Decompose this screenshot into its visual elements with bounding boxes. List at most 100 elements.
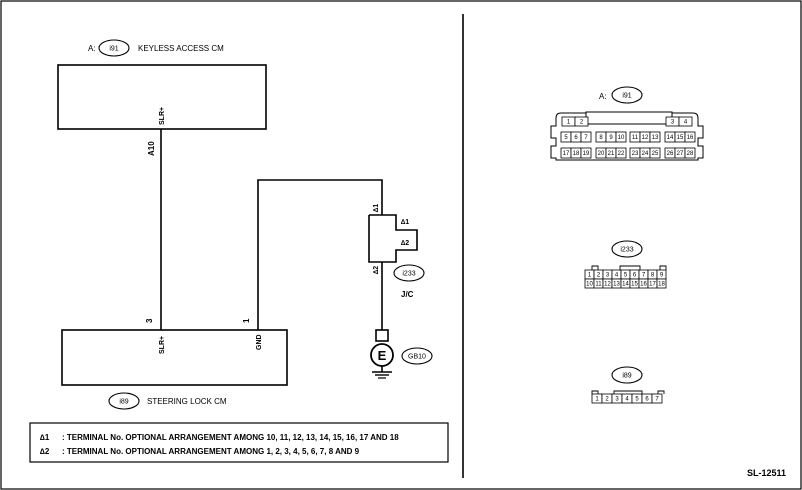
i233-pin-11-number: 11 bbox=[595, 282, 602, 288]
i91-pin-10: 10 bbox=[615, 131, 627, 143]
i91-pin-8: 8 bbox=[595, 131, 607, 143]
i91-pin-9: 9 bbox=[605, 131, 617, 143]
i233-pin-2-number: 2 bbox=[597, 273, 601, 279]
i91-pin-16-cell bbox=[684, 131, 696, 143]
i91-pin-28-cell bbox=[684, 147, 696, 159]
i91-pin-16-number: 16 bbox=[687, 135, 694, 141]
i91-pin-11: 11 bbox=[629, 131, 641, 143]
i91-pin-25: 25 bbox=[649, 147, 661, 159]
i89-pin-4-number: 4 bbox=[625, 397, 629, 403]
note-2-mark: ∆2 bbox=[40, 447, 50, 456]
i89-pin-7-cell bbox=[651, 393, 663, 404]
i233-pin-3-number: 3 bbox=[606, 273, 610, 279]
ground-tag-oval bbox=[401, 347, 433, 365]
i91-pin-23-number: 23 bbox=[632, 151, 639, 157]
i233-pin-7-number: 7 bbox=[642, 273, 646, 279]
i233-pin-10-number: 10 bbox=[586, 282, 593, 288]
i91-pin-12-number: 12 bbox=[642, 135, 649, 141]
i91-pin-7-cell bbox=[580, 131, 592, 143]
i89-lock-right bbox=[657, 390, 665, 394]
i91-pin-20: 20 bbox=[595, 147, 607, 159]
i91-pin-4-cell bbox=[678, 116, 693, 127]
steering-name: STEERING LOCK CM bbox=[147, 397, 227, 406]
i91-pin-27-number: 27 bbox=[677, 151, 684, 157]
i91-pin-2-number: 2 bbox=[580, 120, 584, 126]
i91-pin-2: 2 bbox=[574, 116, 589, 127]
i233-pin-8: 8 bbox=[647, 269, 658, 280]
i91-pin-26: 26 bbox=[664, 147, 676, 159]
i89-pin-4: 4 bbox=[621, 393, 633, 404]
i233-pin-4: 4 bbox=[611, 269, 622, 280]
keyless-prefix: A: bbox=[88, 44, 96, 53]
note-1-mark: ∆1 bbox=[40, 433, 50, 442]
i91-pin-14: 14 bbox=[664, 131, 676, 143]
i233-pin-17: 17 bbox=[647, 278, 658, 289]
i91-pin-7-number: 7 bbox=[584, 135, 588, 141]
note-1-text: : TERMINAL No. OPTIONAL ARRANGEMENT AMON… bbox=[62, 433, 399, 442]
i233-lock-center bbox=[619, 265, 641, 270]
i91-pin-15: 15 bbox=[674, 131, 686, 143]
i89-face-tag-oval bbox=[611, 366, 643, 384]
i91-pin-19: 19 bbox=[580, 147, 592, 159]
i91-face-code: i91 bbox=[622, 93, 631, 100]
i233-pin-13-number: 13 bbox=[613, 282, 620, 288]
gnd-wire bbox=[257, 179, 383, 330]
i233-pin-5-number: 5 bbox=[624, 273, 628, 279]
i233-pin-13: 13 bbox=[611, 278, 622, 289]
i91-pin-24: 24 bbox=[639, 147, 651, 159]
keyless-cm-box bbox=[57, 64, 267, 130]
i233-pin-16-number: 16 bbox=[640, 282, 647, 288]
i91-pin-5-number: 5 bbox=[564, 135, 568, 141]
i91-pin-19-number: 19 bbox=[583, 151, 590, 157]
jc-name: J/C bbox=[401, 290, 414, 299]
i233-pin-16: 16 bbox=[638, 278, 649, 289]
i91-pin-13: 13 bbox=[649, 131, 661, 143]
i91-face-tag-oval bbox=[611, 86, 643, 104]
i233-pin-15: 15 bbox=[629, 278, 640, 289]
steering-tag-oval bbox=[108, 392, 140, 410]
i233-pin-11: 11 bbox=[593, 278, 604, 289]
i89-pin-1: 1 bbox=[591, 393, 603, 404]
i91-pin-15-number: 15 bbox=[677, 135, 684, 141]
i233-pin-1: 1 bbox=[584, 269, 595, 280]
jc-connector-shape bbox=[368, 214, 418, 263]
i91-pin-11-number: 11 bbox=[632, 135, 639, 141]
steering-terminal-slr: SLR+ bbox=[159, 336, 166, 354]
i91-pin-1: 1 bbox=[561, 116, 576, 127]
i91-pin-22-cell bbox=[615, 147, 627, 159]
i233-pin-18: 18 bbox=[656, 278, 667, 289]
i233-pin-3: 3 bbox=[602, 269, 613, 280]
i91-pin-9-number: 9 bbox=[609, 135, 613, 141]
i233-pin-14-number: 14 bbox=[622, 282, 629, 288]
jc-tag-oval bbox=[393, 264, 425, 282]
i233-lock-right bbox=[659, 265, 667, 270]
i233-pin-9: 9 bbox=[656, 269, 667, 280]
i89-pin-3: 3 bbox=[611, 393, 623, 404]
steering-pin3-number: 3 bbox=[145, 318, 154, 323]
i91-pin-12: 12 bbox=[639, 131, 651, 143]
i233-pin-17-number: 17 bbox=[649, 282, 656, 288]
i89-pin-7: 7 bbox=[651, 393, 663, 404]
steering-terminal-gnd: GND bbox=[256, 334, 263, 350]
i91-face-prefix: A: bbox=[599, 92, 607, 101]
i89-pin-2-number: 2 bbox=[605, 397, 609, 403]
note-2-text: : TERMINAL No. OPTIONAL ARRANGEMENT AMON… bbox=[62, 447, 360, 456]
i91-pin-26-number: 26 bbox=[667, 151, 674, 157]
notes-box bbox=[29, 422, 449, 463]
i233-pin-10: 10 bbox=[584, 278, 595, 289]
i91-pin-6: 6 bbox=[570, 131, 582, 143]
i91-pin-20-number: 20 bbox=[598, 151, 605, 157]
i91-pin-14-number: 14 bbox=[667, 135, 674, 141]
i233-lock-left bbox=[591, 265, 599, 270]
i89-lock-left bbox=[591, 390, 599, 394]
i89-pin-5-number: 5 bbox=[635, 397, 639, 403]
i89-pin-2: 2 bbox=[601, 393, 613, 404]
i233-pin-4-number: 4 bbox=[615, 273, 619, 279]
i91-pin-4: 4 bbox=[678, 116, 693, 127]
i233-face-code: i233 bbox=[620, 247, 633, 254]
jc-mark2-bottom: ∆2 bbox=[373, 266, 380, 274]
i91-pin-28: 28 bbox=[684, 147, 696, 159]
i91-pin-7: 7 bbox=[580, 131, 592, 143]
i233-pin-7: 7 bbox=[638, 269, 649, 280]
i89-face-code: i89 bbox=[622, 373, 631, 380]
